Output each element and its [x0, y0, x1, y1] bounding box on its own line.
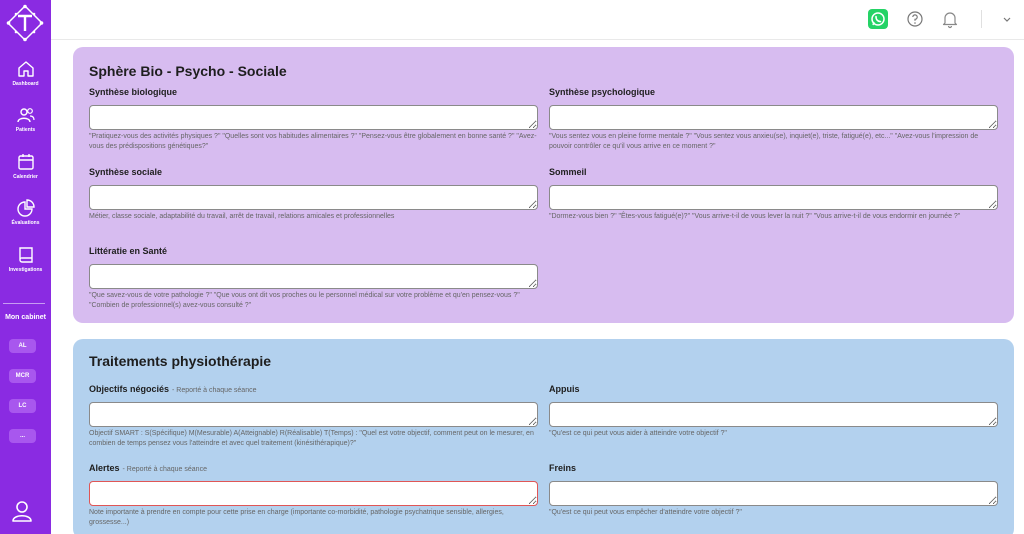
chevron-down-icon[interactable] — [997, 9, 1017, 29]
field-hint: "Pratiquez-vous des activités physiques … — [89, 133, 537, 150]
field-label-text: Freins — [549, 463, 577, 473]
cabinet-button-al[interactable]: AL — [9, 339, 36, 353]
objectifs-negocies-input[interactable] — [89, 402, 538, 427]
field-label: Synthèse sociale — [89, 167, 163, 177]
cabinet-title: Mon cabinet — [5, 314, 46, 321]
sphere-bio-psycho-sociale-card: Sphère Bio - Psycho - Sociale Synthèse b… — [73, 47, 1014, 323]
field-label: Synthèse psychologique — [549, 87, 656, 97]
field-sommeil: Sommeil "Dormez-vous bien ?" "Êtes-vous … — [549, 167, 998, 222]
field-hint: Objectif SMART : S(Spécifique) M(Mesurab… — [89, 430, 534, 447]
users-icon — [16, 108, 35, 123]
nav-label: Investigations — [8, 267, 43, 273]
field-label: Objectifs négociés- Reporté à chaque séa… — [89, 384, 538, 396]
field-hint: "Qu'est ce qui peut vous aider à atteind… — [549, 430, 727, 437]
field-label: Sommeil — [549, 167, 587, 177]
nav-label: Dashboard — [12, 81, 39, 87]
sidebar: Dashboard Patients Calendrier Évaluation… — [0, 0, 51, 534]
nav-patients[interactable]: Patients — [0, 106, 51, 133]
alertes-input[interactable] — [89, 481, 538, 506]
field-label: Freins — [549, 463, 998, 475]
nav-label: Patients — [15, 127, 36, 133]
user-profile-icon[interactable] — [12, 500, 32, 522]
book-icon — [18, 247, 33, 263]
field-label: Appuis — [549, 384, 998, 396]
field-litteratie-sante: Littératie en Santé "Que savez-vous de v… — [89, 246, 538, 311]
home-icon — [17, 61, 34, 77]
field-label-text: Alertes — [89, 463, 120, 473]
field-label: Alertes- Reporté à chaque séance — [89, 463, 538, 475]
bell-icon[interactable] — [940, 9, 960, 29]
field-freins: Freins "Qu'est ce qui peut vous empêcher… — [549, 463, 998, 518]
field-label-text: Objectifs négociés — [89, 384, 170, 394]
cabinet-button-mcr[interactable]: MCR — [9, 369, 36, 383]
synthese-biologique-input[interactable] — [89, 105, 538, 130]
sommeil-input[interactable] — [549, 185, 998, 210]
help-icon[interactable] — [905, 9, 925, 29]
sidebar-divider — [3, 303, 45, 304]
field-alertes: Alertes- Reporté à chaque séance Note im… — [89, 463, 538, 528]
synthese-sociale-input[interactable] — [89, 185, 538, 210]
nav-evaluations[interactable]: Évaluations — [0, 199, 51, 226]
field-hint: "Que savez-vous de votre pathologie ?" "… — [89, 292, 520, 309]
synthese-psychologique-input[interactable] — [549, 105, 998, 130]
calendar-icon — [17, 154, 34, 170]
field-appuis: Appuis "Qu'est ce qui peut vous aider à … — [549, 384, 998, 439]
traitements-physiotherapie-card: Traitements physiothérapie Objectifs nég… — [73, 339, 1014, 534]
nav-calendrier[interactable]: Calendrier — [0, 153, 51, 180]
field-label-note: - Reporté à chaque séance — [172, 387, 257, 394]
field-label: Littératie en Santé — [89, 246, 168, 256]
field-synthese-psychologique: Synthèse psychologique "Vous sentez vous… — [549, 87, 998, 152]
field-synthese-biologique: Synthèse biologique "Pratiquez-vous des … — [89, 87, 538, 152]
field-objectifs-negocies: Objectifs négociés- Reporté à chaque séa… — [89, 384, 538, 449]
cabinet-button-lc[interactable]: LC — [9, 399, 36, 413]
field-synthese-sociale: Synthèse sociale Métier, classe sociale,… — [89, 167, 538, 222]
top-bar — [51, 0, 1024, 40]
whatsapp-icon[interactable] — [868, 9, 888, 29]
nav-label: Calendrier — [13, 174, 38, 180]
app-logo-icon[interactable] — [6, 4, 44, 42]
field-label-note: - Reporté à chaque séance — [122, 466, 207, 473]
nav-label: Évaluations — [11, 220, 40, 226]
field-hint: "Vous sentez vous en pleine forme mental… — [549, 133, 979, 150]
field-hint: Métier, classe sociale, adaptabilité du … — [89, 213, 395, 220]
field-label: Synthèse biologique — [89, 87, 178, 97]
cabinet-button-more[interactable]: ... — [9, 429, 36, 443]
appuis-input[interactable] — [549, 402, 998, 427]
nav-investigations[interactable]: Investigations — [0, 246, 51, 273]
top-bar-divider — [981, 10, 982, 28]
pie-chart-icon — [16, 199, 35, 217]
litteratie-sante-input[interactable] — [89, 264, 538, 289]
field-label-text: Appuis — [549, 384, 580, 394]
field-hint: Note importante à prendre en compte pour… — [89, 509, 504, 526]
freins-input[interactable] — [549, 481, 998, 506]
section-title: Sphère Bio - Psycho - Sociale — [89, 63, 287, 79]
section-title: Traitements physiothérapie — [89, 353, 272, 369]
nav-dashboard[interactable]: Dashboard — [0, 60, 51, 87]
field-hint: "Dormez-vous bien ?" "Êtes-vous fatigué(… — [549, 213, 961, 220]
field-hint: "Qu'est ce qui peut vous empêcher d'atte… — [549, 509, 742, 516]
